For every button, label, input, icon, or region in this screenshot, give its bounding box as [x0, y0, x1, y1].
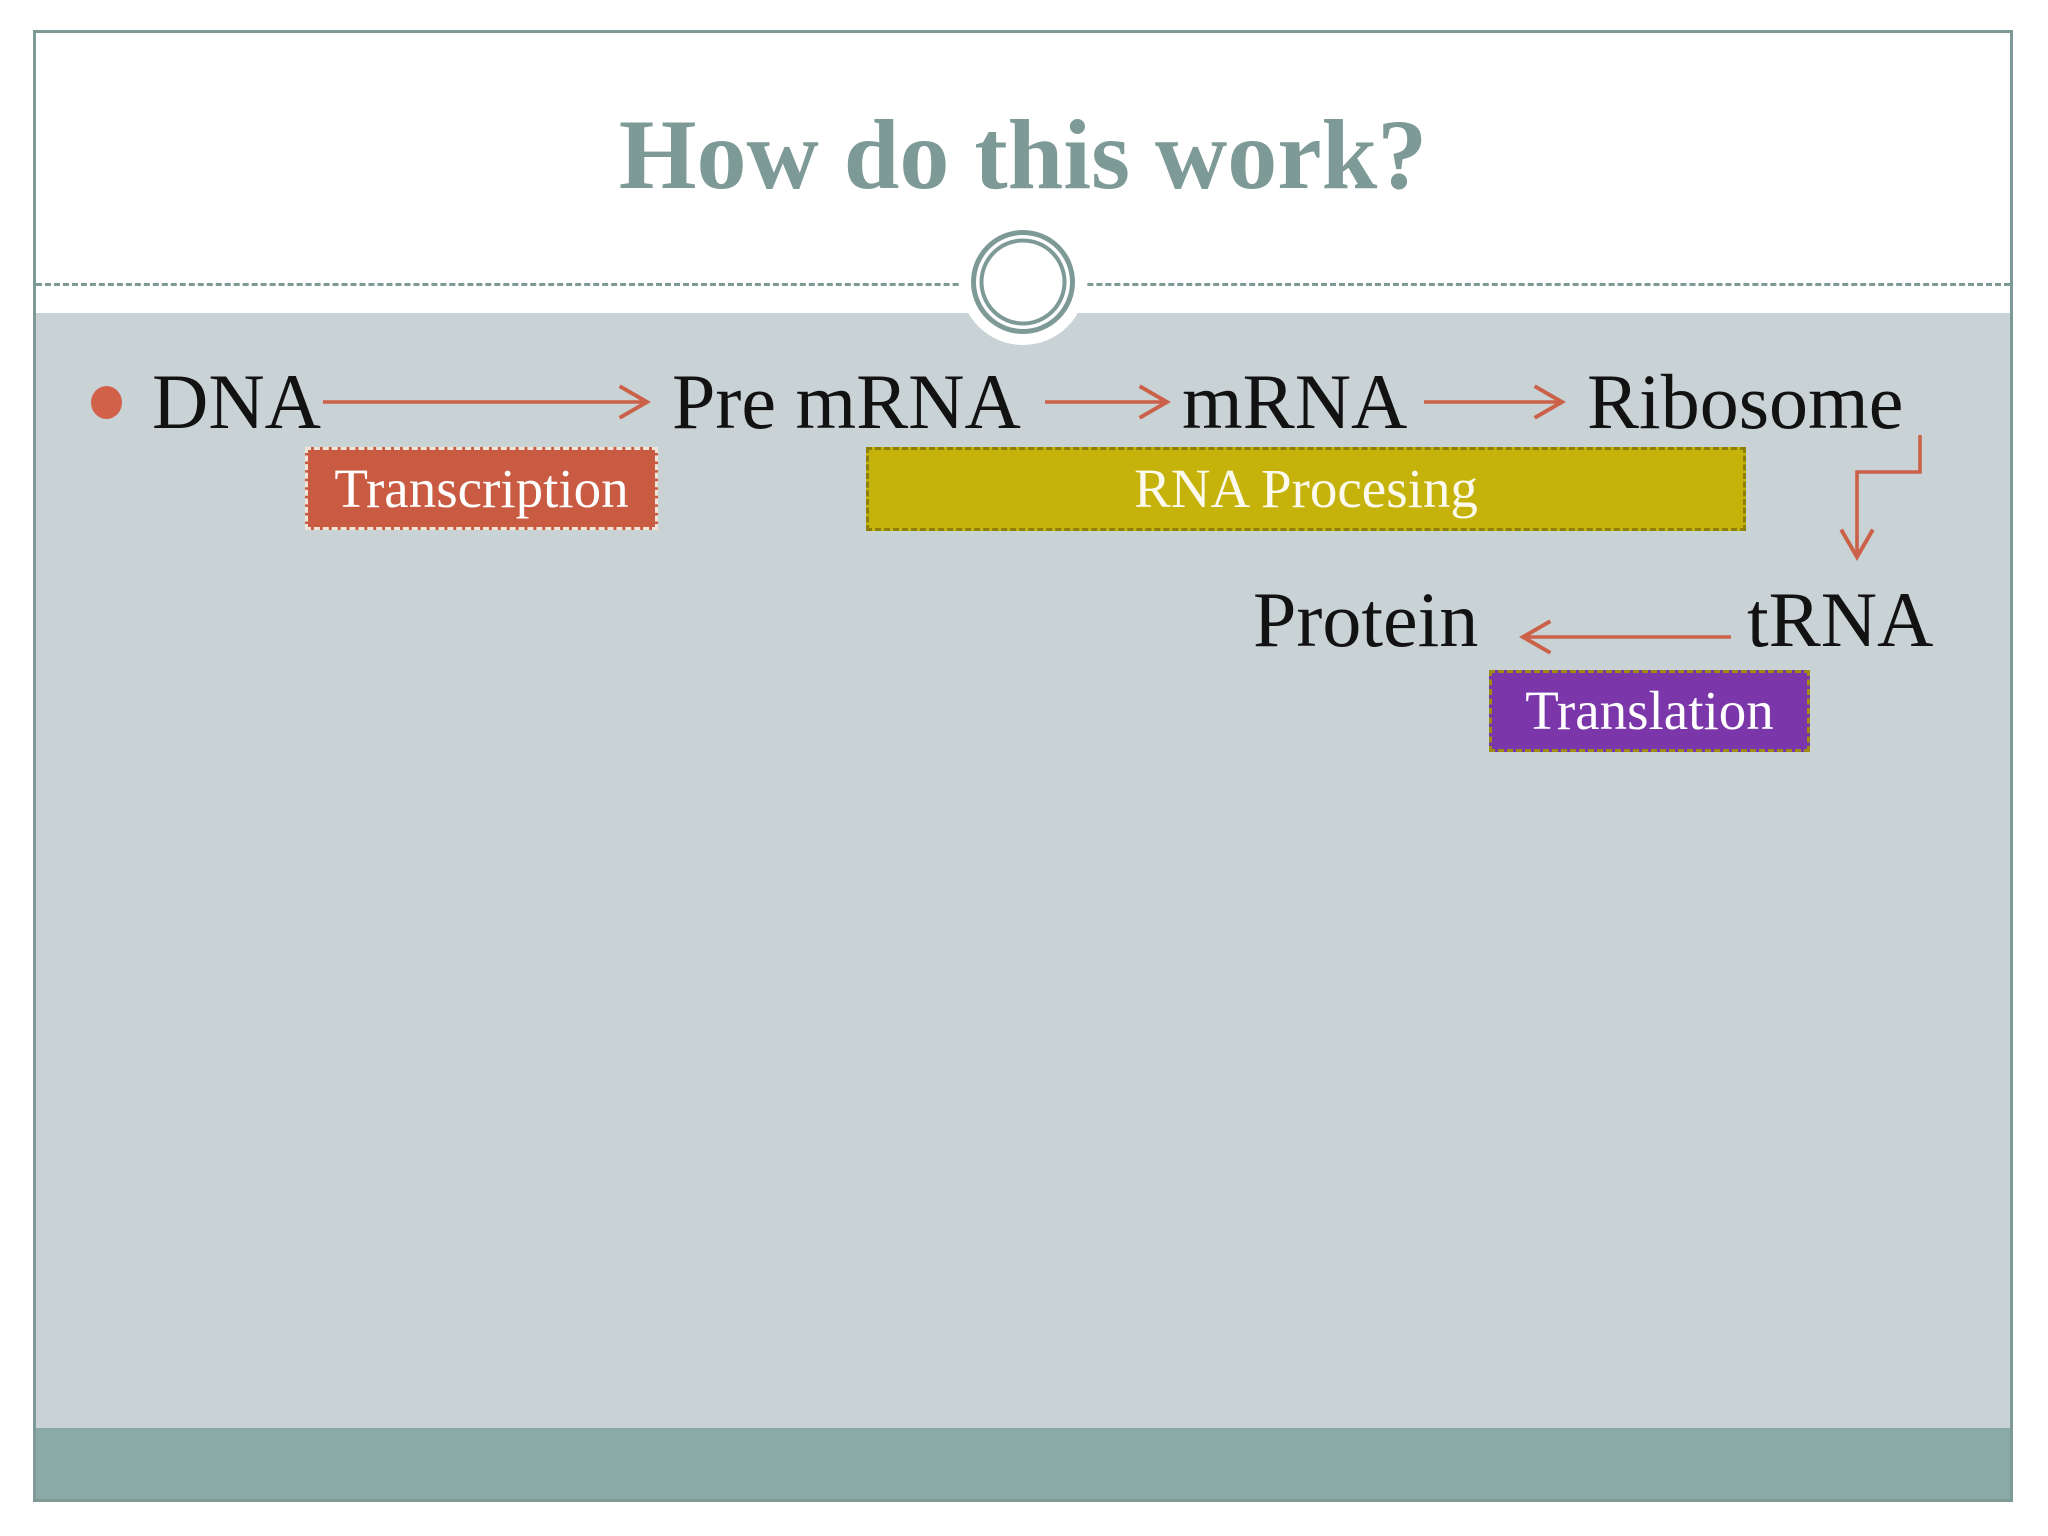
double-ring-circle-icon [960, 219, 1086, 345]
footer-bar [36, 1428, 2010, 1499]
node-protein: Protein [1253, 576, 1479, 663]
translation-label: Translation [1525, 680, 1774, 741]
node-dna: DNA [152, 358, 321, 445]
slide: How do this work? DNA Pre mRNA mRNA Ribo… [33, 30, 2013, 1502]
transcription-label: Transcription [334, 458, 629, 519]
bullet-icon [91, 386, 122, 419]
slide-title: How do this work? [618, 99, 1428, 210]
node-mrna: mRNA [1182, 358, 1408, 445]
translation-box: Translation [1489, 670, 1810, 752]
node-ribosome: Ribosome [1587, 358, 1904, 445]
rna-processing-label: RNA Procesing [1134, 458, 1478, 519]
rna-processing-box: RNA Procesing [866, 447, 1746, 531]
transcription-box: Transcription [305, 447, 658, 530]
node-pre-mrna: Pre mRNA [672, 358, 1021, 445]
node-trna: tRNA [1747, 576, 1934, 663]
